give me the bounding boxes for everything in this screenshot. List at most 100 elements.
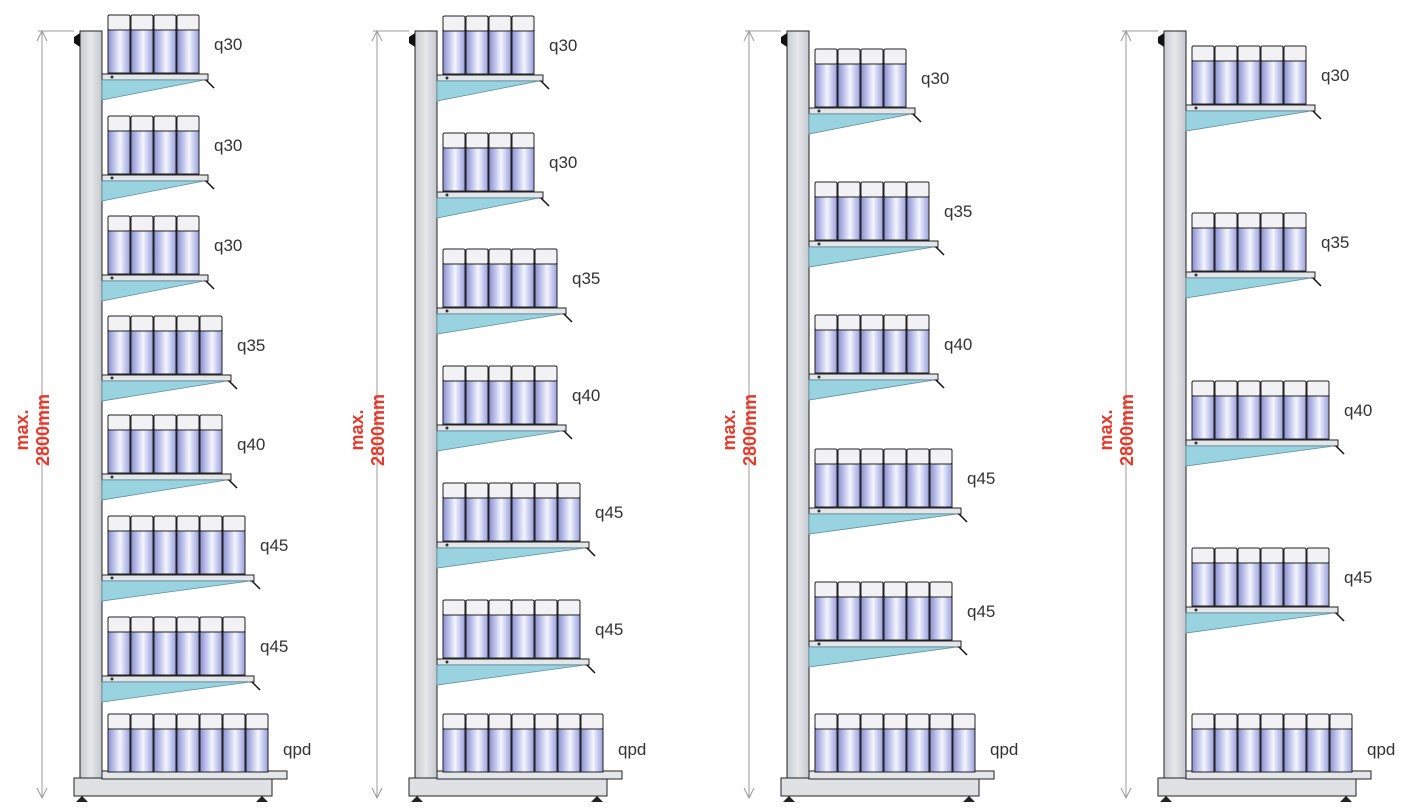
product-can: [442, 365, 466, 425]
can-cap: [107, 713, 131, 730]
can-cap: [929, 581, 953, 598]
price-rail: [958, 513, 968, 523]
can-cap: [1283, 45, 1307, 62]
can-cap: [1214, 380, 1238, 397]
shelf-label: q35: [1321, 233, 1349, 252]
can-body: [1214, 727, 1238, 773]
product-can: [107, 115, 131, 175]
can-body: [465, 146, 489, 192]
can-body: [222, 630, 246, 676]
can-body: [1306, 727, 1330, 773]
can-body: [465, 379, 489, 425]
product-can: [1260, 380, 1284, 440]
can-body: [465, 262, 489, 308]
foot-icon: [591, 796, 603, 802]
can-cap: [1191, 547, 1215, 564]
can-body: [153, 727, 177, 773]
product-can: [883, 314, 907, 374]
can-body: [222, 529, 246, 575]
shelf: q30: [436, 15, 577, 102]
can-body: [488, 496, 512, 542]
can-body: [465, 613, 489, 659]
product-can: [465, 599, 489, 659]
shelf-pin: [817, 509, 821, 513]
foot-icon: [783, 796, 795, 802]
price-rail: [205, 180, 215, 190]
product-can: [511, 482, 535, 542]
shelf-pin: [445, 426, 449, 430]
height-label-max: max.: [719, 409, 739, 450]
shelf-label: qpd: [990, 740, 1018, 759]
can-cap: [1306, 547, 1330, 564]
can-body: [511, 29, 535, 75]
arrow-bottom-icon: [371, 787, 383, 800]
can-cap: [883, 48, 907, 65]
can-cap: [1260, 713, 1284, 730]
shelf-board: [436, 658, 590, 666]
shelf-board: [101, 374, 232, 382]
shelf: q45: [808, 448, 995, 535]
product-can: [488, 248, 512, 308]
can-cap: [883, 581, 907, 598]
product-can: [442, 248, 466, 308]
can-body: [107, 727, 131, 773]
shelf-label: q40: [944, 335, 972, 354]
product-can: [199, 315, 223, 375]
can-body: [1191, 226, 1215, 272]
shelf-bracket: [101, 580, 251, 602]
product-can: [511, 248, 535, 308]
product-can: [153, 713, 177, 773]
top-cap-icon: [781, 33, 787, 47]
product-can: [1260, 212, 1284, 272]
can-cap: [534, 599, 558, 616]
can-body: [107, 229, 131, 275]
can-body: [929, 727, 953, 773]
can-body: [1260, 561, 1284, 607]
can-cap: [1237, 547, 1261, 564]
product-can: [557, 713, 581, 773]
shelf-board: [808, 240, 939, 248]
product-can: [153, 315, 177, 375]
product-can: [511, 365, 535, 425]
base-plinth: [780, 777, 980, 797]
can-body: [245, 727, 269, 773]
can-cap: [534, 482, 558, 499]
can-body: [1283, 59, 1307, 105]
shelf-board: [436, 424, 567, 432]
product-can: [860, 314, 884, 374]
can-cap: [511, 365, 535, 382]
can-body: [534, 262, 558, 308]
shelf-pin: [110, 576, 114, 580]
can-cap: [557, 482, 581, 499]
can-cap: [176, 115, 200, 132]
can-body: [860, 328, 884, 374]
can-body: [906, 195, 930, 241]
can-cap: [130, 14, 154, 31]
product-can: [465, 713, 489, 773]
can-cap: [952, 713, 976, 730]
can-cap: [107, 616, 131, 633]
height-dimension: max.2800mm: [12, 29, 74, 800]
product-can: [1191, 45, 1215, 105]
shelf-board: [101, 574, 255, 582]
can-cap: [442, 365, 466, 382]
can-cap: [580, 713, 604, 730]
shelf-pin: [1194, 441, 1198, 445]
product-can: [107, 215, 131, 275]
product-can: [153, 115, 177, 175]
can-body: [1283, 727, 1307, 773]
can-body: [176, 727, 200, 773]
can-body: [1283, 394, 1307, 440]
can-body: [176, 630, 200, 676]
can-cap: [465, 132, 489, 149]
can-cap: [511, 248, 535, 265]
product-can: [1260, 713, 1284, 773]
can-cap: [130, 616, 154, 633]
price-rail: [586, 547, 596, 557]
product-can: [130, 115, 154, 175]
can-cap: [442, 132, 466, 149]
shelf-board: [101, 274, 209, 282]
product-can: [130, 616, 154, 676]
product-can: [153, 14, 177, 74]
